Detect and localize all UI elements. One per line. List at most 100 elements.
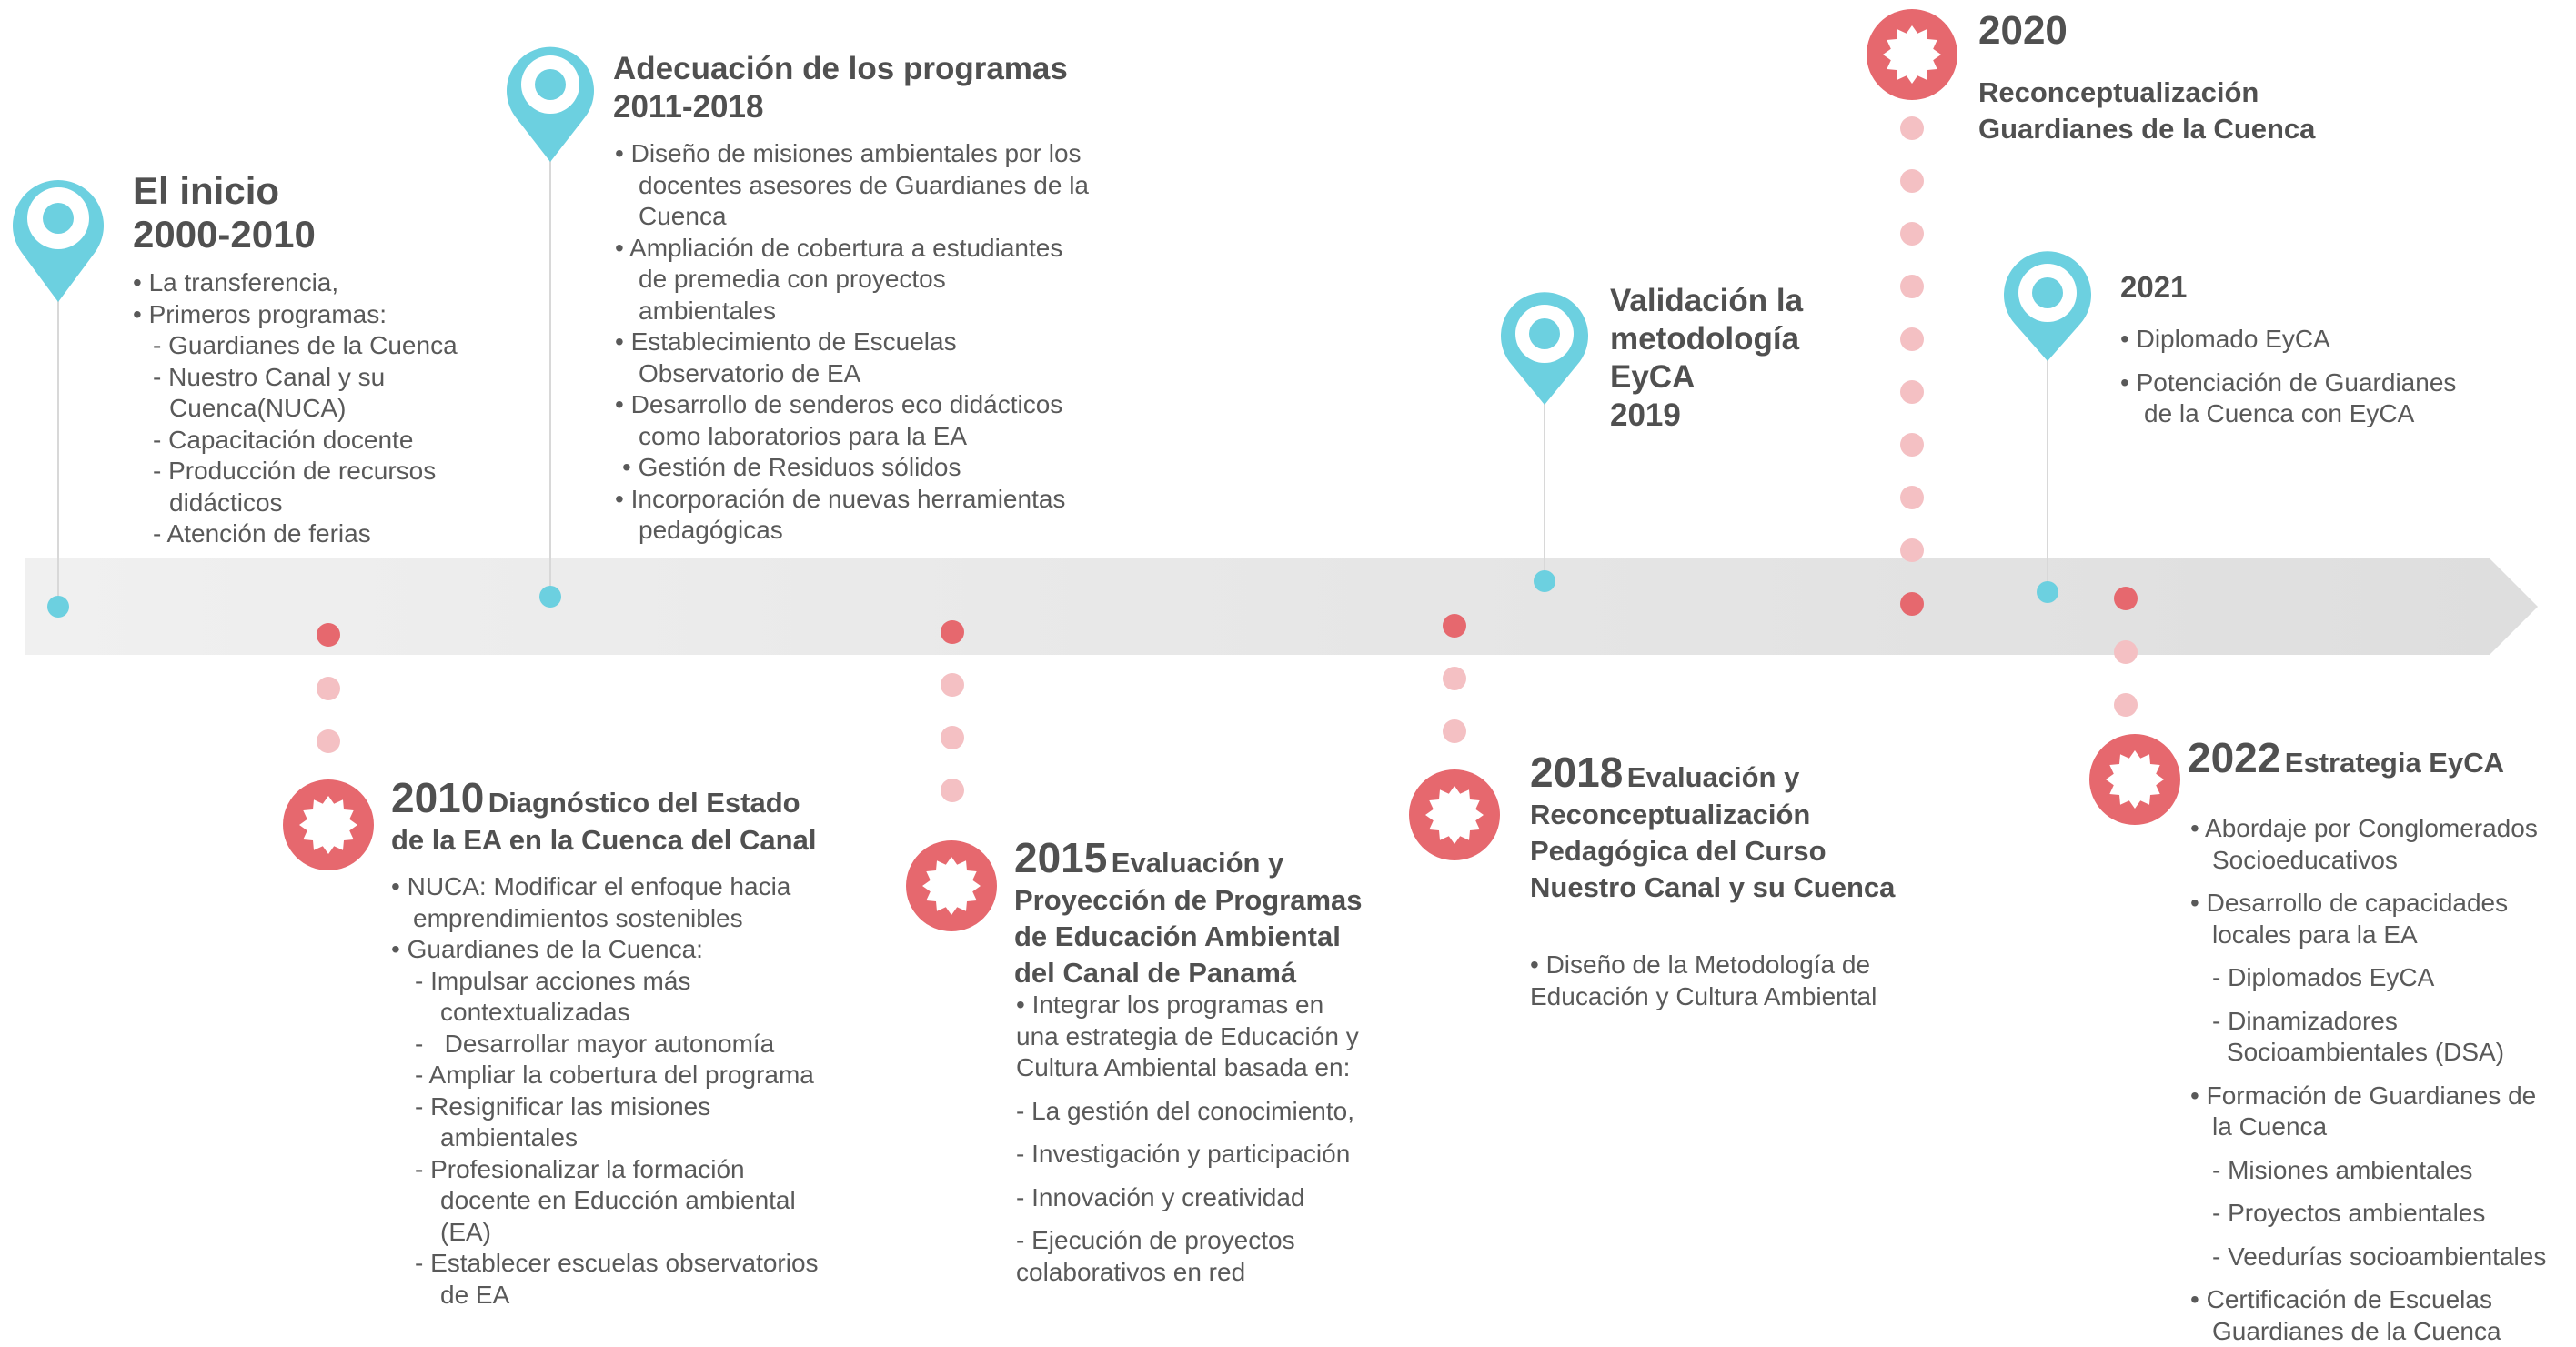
title-line: Guardianes de la Cuenca bbox=[1978, 111, 2315, 147]
list-item: la Cuenca bbox=[2190, 1111, 2572, 1143]
timeline-dot bbox=[539, 586, 561, 608]
title-line: 2019 bbox=[1610, 397, 1803, 435]
milestone-2011-title: Adecuación de los programas 2011-2018 bbox=[613, 50, 1068, 126]
list-item: Cuenca(NUCA) bbox=[133, 393, 515, 425]
year-label: 2020 bbox=[1978, 7, 2315, 55]
title-text: Evaluación y bbox=[1627, 761, 1800, 793]
milestone-2015-title: 2015 Evaluación y Proyección de Programa… bbox=[1014, 833, 1363, 991]
list-item: • Diseño de la Metodología de bbox=[1530, 950, 1967, 981]
list-item: Diseño de misiones ambientales por los bbox=[615, 138, 1161, 170]
list-item: Incorporación de nuevas herramientas bbox=[615, 484, 1161, 516]
timeline-dot bbox=[1534, 570, 1555, 592]
list-item: como laboratorios para la EA bbox=[615, 421, 1161, 453]
list-item: de la Cuenca con EyCA bbox=[2120, 398, 2557, 430]
list-item: - Resignificar las misiones bbox=[391, 1091, 864, 1123]
list-item: - Dinamizadores bbox=[2190, 1006, 2572, 1038]
title-text: Reconceptualización bbox=[1530, 797, 1895, 833]
list-item: - Innovación y creatividad bbox=[1016, 1182, 1425, 1214]
list-item: Ampliación de cobertura a estudiantes bbox=[615, 233, 1161, 265]
list-item: Educación y Cultura Ambiental bbox=[1530, 981, 1967, 1013]
list-item: ambientales bbox=[391, 1122, 864, 1154]
list-item: - Profesionalizar la formación bbox=[391, 1154, 864, 1186]
milestone-2022-list: Abordaje por Conglomerados Socioeducativ… bbox=[2190, 813, 2572, 1347]
list-item: • Integrar los programas en bbox=[1016, 990, 1425, 1021]
milestone-2011-list: Diseño de misiones ambientales por los d… bbox=[615, 138, 1161, 547]
title-line: 2011-2018 bbox=[613, 88, 1068, 126]
milestone-2018-list: • Diseño de la Metodología de Educación … bbox=[1530, 950, 1967, 1012]
list-item: - Impulsar acciones más bbox=[391, 966, 864, 998]
year-label: 2021 bbox=[2120, 269, 2187, 306]
milestone-2000-title: El inicio 2000-2010 bbox=[133, 169, 316, 256]
title-text: Diagnóstico del Estado bbox=[488, 787, 800, 819]
title-text: de la EA en la Cuenca del Canal bbox=[391, 822, 816, 859]
list-item: La transferencia, bbox=[133, 267, 515, 299]
timeline-dot bbox=[2037, 581, 2058, 603]
map-pin-icon bbox=[13, 180, 104, 302]
list-item: ambientales bbox=[615, 296, 1161, 327]
title-line: EyCA bbox=[1610, 358, 1803, 397]
list-item: Abordaje por Conglomerados bbox=[2190, 813, 2572, 845]
milestone-2000-list: La transferencia, Primeros programas: - … bbox=[133, 267, 515, 550]
starburst-badge-icon bbox=[1409, 769, 1500, 860]
milestone-2021-list: Diplomado EyCA Potenciación de Guardiane… bbox=[2120, 324, 2557, 442]
title-text: de Educación Ambiental bbox=[1014, 919, 1363, 955]
list-item: - Guardianes de la Cuenca bbox=[133, 330, 515, 362]
dotted-connector-2022 bbox=[2114, 587, 2138, 717]
list-item: (EA) bbox=[391, 1217, 864, 1249]
title-text: Estrategia EyCA bbox=[2285, 747, 2504, 779]
title-text: Pedagógica del Curso bbox=[1530, 833, 1895, 870]
list-item: docente en Educción ambiental bbox=[391, 1185, 864, 1217]
dotted-connector-2010 bbox=[317, 623, 340, 753]
list-item: Guardianes de la Cuenca: bbox=[391, 934, 864, 966]
list-item: - Investigación y participación bbox=[1016, 1139, 1425, 1171]
list-item: Socioeducativos bbox=[2190, 845, 2572, 877]
list-item: - Veedurías socioambientales bbox=[2190, 1241, 2572, 1273]
list-item: - Proyectos ambientales bbox=[2190, 1198, 2572, 1230]
list-item: - Atención de ferias bbox=[133, 518, 515, 550]
milestone-2015-list: • Integrar los programas en una estrateg… bbox=[1016, 990, 1425, 1288]
list-item: Formación de Guardianes de bbox=[2190, 1081, 2572, 1112]
milestone-2021-title: 2021 bbox=[2120, 269, 2187, 306]
milestone-2022-title: 2022 Estrategia EyCA bbox=[2188, 733, 2504, 782]
list-item: - La gestión del conocimiento, bbox=[1016, 1096, 1425, 1128]
list-item: de premedia con proyectos bbox=[615, 264, 1161, 296]
title-line: Adecuación de los programas bbox=[613, 50, 1068, 88]
list-item: Certificación de Escuelas bbox=[2190, 1284, 2572, 1316]
title-line: metodología bbox=[1610, 320, 1803, 358]
list-item: Primeros programas: bbox=[133, 299, 515, 331]
milestone-2010-title: 2010 Diagnóstico del Estado de la EA en … bbox=[391, 773, 816, 859]
list-item: - Nuestro Canal y su bbox=[133, 362, 515, 394]
title-text: Proyección de Programas bbox=[1014, 882, 1363, 919]
list-item: - Producción de recursos bbox=[133, 456, 515, 488]
starburst-badge-icon bbox=[906, 840, 997, 931]
milestone-2010-list: NUCA: Modificar el enfoque hacia emprend… bbox=[391, 871, 864, 1311]
list-item: Desarrollo de capacidades bbox=[2190, 888, 2572, 920]
title-text: del Canal de Panamá bbox=[1014, 955, 1363, 991]
timeline-dot bbox=[47, 596, 69, 618]
list-item: una estrategia de Educación y bbox=[1016, 1021, 1425, 1053]
list-item: Gestión de Residuos sólidos bbox=[615, 452, 1161, 484]
list-item: contextualizadas bbox=[391, 997, 864, 1029]
starburst-badge-icon bbox=[283, 779, 374, 870]
list-item: Cuenca bbox=[615, 201, 1161, 233]
map-pin-icon bbox=[2004, 251, 2091, 361]
title-text: Evaluación y bbox=[1112, 847, 1284, 879]
list-item: Desarrollo de senderos eco didácticos bbox=[615, 389, 1161, 421]
list-item: de EA bbox=[391, 1280, 864, 1312]
milestone-2018-title: 2018 Evaluación y Reconceptualización Pe… bbox=[1530, 748, 1895, 906]
list-item: Socioambientales (DSA) bbox=[2190, 1037, 2572, 1069]
title-line: 2000-2010 bbox=[133, 213, 316, 256]
dotted-connector-2018 bbox=[1443, 614, 1466, 743]
list-item: Guardianes de la Cuenca bbox=[2190, 1316, 2572, 1347]
list-item: - Diplomados EyCA bbox=[2190, 962, 2572, 994]
map-pin-icon bbox=[1501, 292, 1588, 405]
list-item: Diplomado EyCA bbox=[2120, 324, 2557, 356]
list-item: - Ejecución de proyectos bbox=[1016, 1225, 1425, 1257]
milestone-2020-title: 2020 Reconceptualización Guardianes de l… bbox=[1978, 7, 2315, 147]
milestone-2019-title: Validación la metodología EyCA 2019 bbox=[1610, 282, 1803, 435]
title-line: 2015 Evaluación y bbox=[1014, 833, 1363, 882]
list-item: docentes asesores de Guardianes de la bbox=[615, 170, 1161, 202]
year-label: 2010 bbox=[391, 774, 484, 821]
list-item: colaborativos en red bbox=[1016, 1257, 1425, 1289]
list-item: NUCA: Modificar el enfoque hacia bbox=[391, 871, 864, 903]
